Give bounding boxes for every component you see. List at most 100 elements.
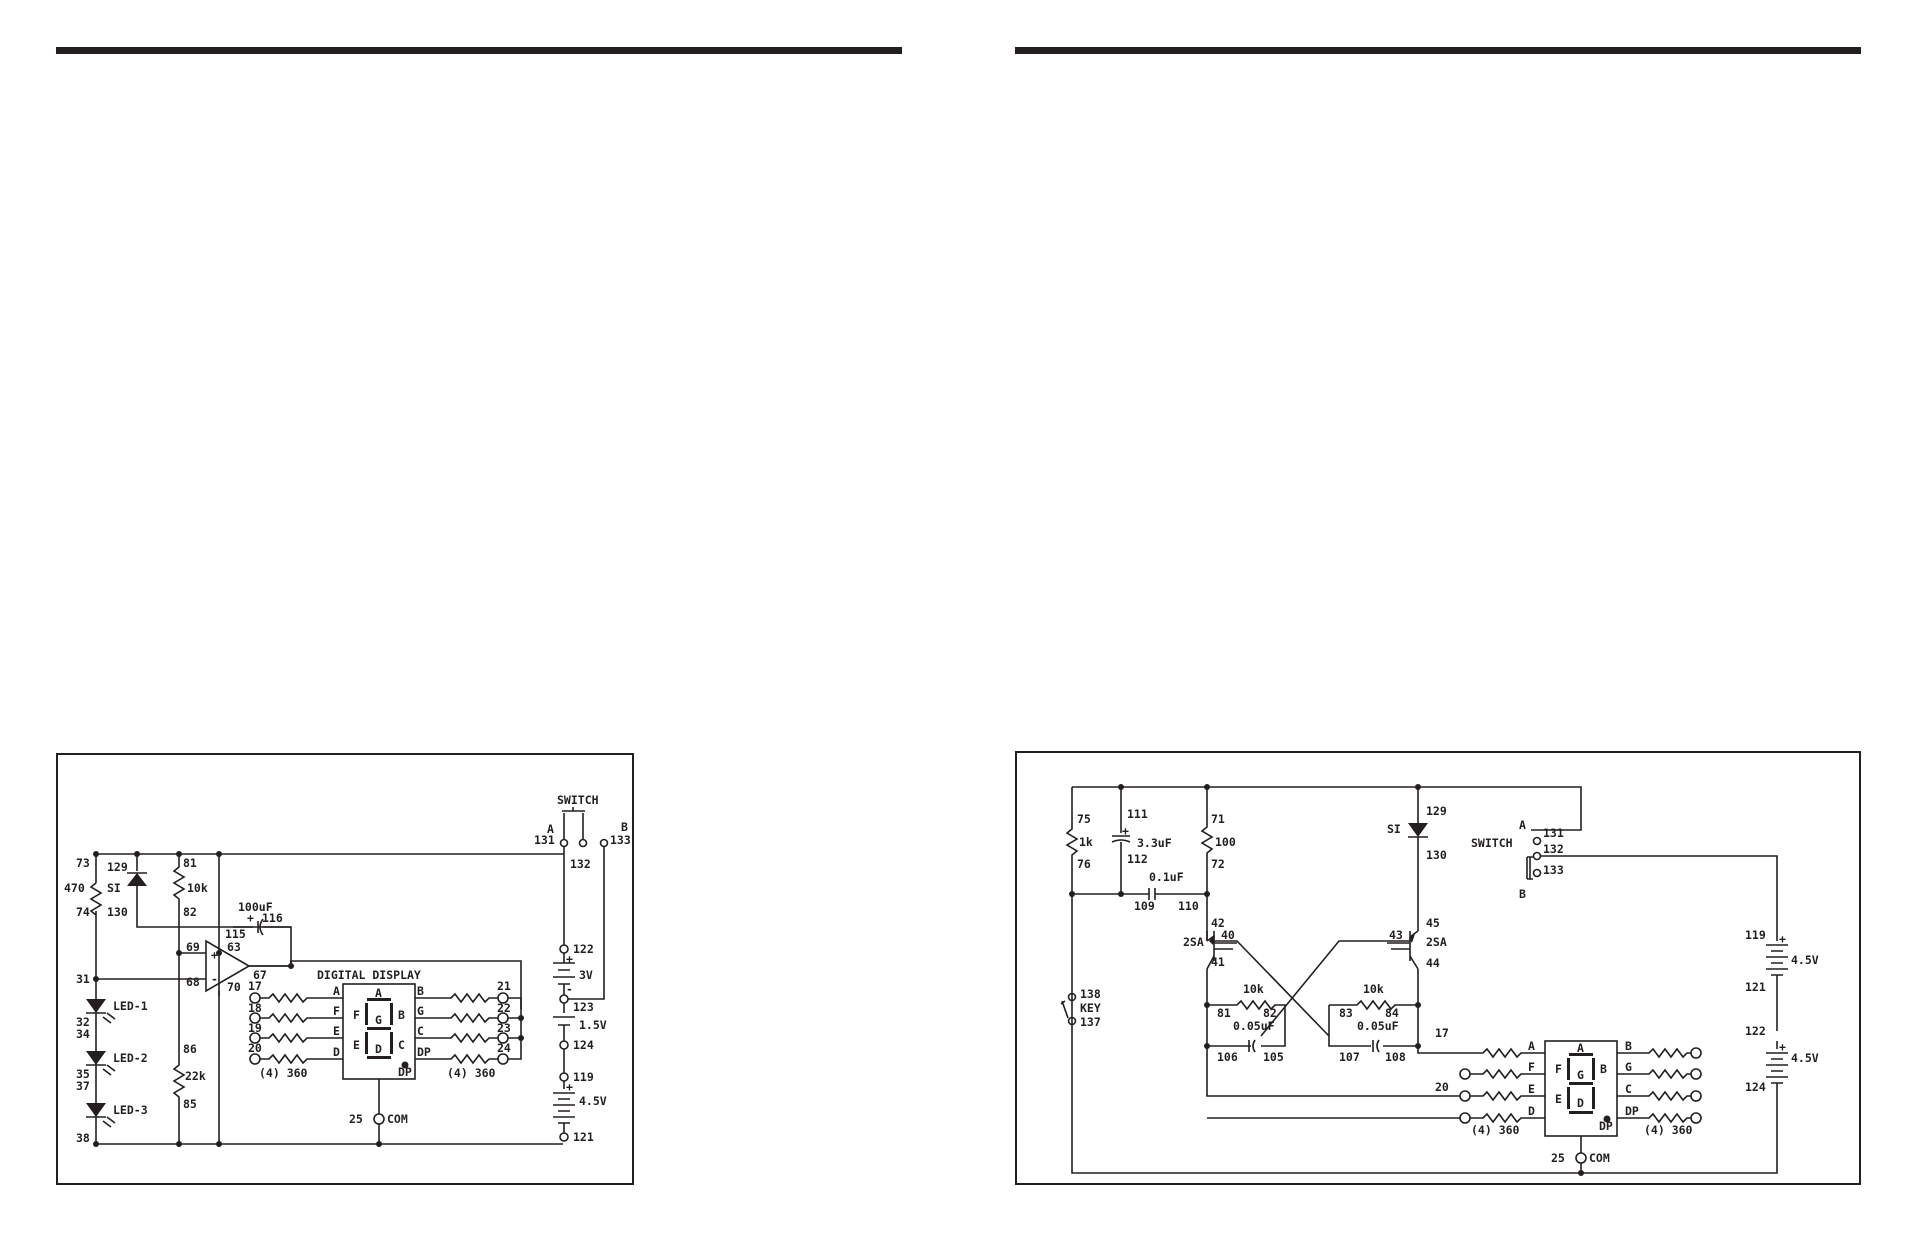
right-diode-bottom: 130: [1426, 848, 1447, 862]
display-res-right: (4) 360: [447, 1066, 496, 1080]
q2-44: 44: [1426, 956, 1440, 970]
q1-42: 42: [1211, 916, 1225, 930]
com-pin: 25: [349, 1112, 363, 1126]
right-seg-a-pin: A: [1528, 1039, 1535, 1053]
led-1-b: 34: [76, 1027, 90, 1041]
r470-bottom: 74: [76, 905, 90, 919]
right-inner-a: A: [1577, 1041, 1584, 1055]
rbat2-top: 122: [1745, 1024, 1766, 1038]
display-seg-e-pin: E: [333, 1024, 340, 1038]
bat-3v-minus: -: [566, 982, 573, 996]
right-com-terminal: [1575, 1152, 1587, 1164]
r470-top: 73: [76, 856, 90, 870]
r100-value: 100: [1215, 835, 1236, 849]
display-seg-g-pin: G: [417, 1004, 424, 1018]
left-switch-icon[interactable]: [559, 807, 609, 848]
r10ka-value: 10k: [1243, 982, 1264, 996]
c33-bottom: 112: [1127, 852, 1148, 866]
left-seven-segment-icon: [365, 998, 409, 1069]
left-switch-131: 131: [534, 833, 555, 847]
right-switch-icon[interactable]: [1526, 836, 1542, 880]
bat-15v-value: 1.5V: [579, 1018, 607, 1032]
right-schematic: 75 1k 76 111 + 3.3uF 112 71 100 72 0.1uF…: [1060, 784, 1819, 1176]
opamp-67: 67: [253, 968, 267, 982]
left-schematic-frame: SWITCH A 131 B 133 132 73 470 74 129 SI …: [56, 753, 634, 1185]
r10kb-left: 83: [1339, 1006, 1353, 1020]
led-2-label: LED-2: [113, 1051, 148, 1065]
display-inner-c: C: [398, 1038, 405, 1052]
led-1-a: 32: [76, 1015, 90, 1029]
left-diode-top: 129: [107, 860, 128, 874]
left-com-terminal: [373, 1113, 385, 1125]
key-138: 138: [1080, 987, 1101, 1001]
right-inner-d: D: [1577, 1096, 1584, 1110]
rbat1-value: 4.5V: [1791, 953, 1819, 967]
display-pin-22: 22: [497, 1001, 511, 1015]
bat-3v-plus: +: [566, 952, 573, 966]
r10ka-right: 82: [1263, 1006, 1277, 1020]
right-diode-label: SI: [1387, 822, 1401, 836]
display-seg-f-pin: F: [333, 1004, 340, 1018]
display-inner-a: A: [375, 986, 382, 1000]
display-inner-b: B: [398, 1008, 405, 1022]
right-inner-e: E: [1555, 1092, 1562, 1106]
left-diode-bottom: 130: [107, 905, 128, 919]
right-res-left: (4) 360: [1471, 1123, 1520, 1137]
rbat2-bottom: 124: [1745, 1080, 1766, 1094]
right-switch-131: 131: [1543, 826, 1564, 840]
cap-value: 100uF: [238, 900, 273, 914]
r10k-bottom: 82: [183, 905, 197, 919]
c005a-right: 105: [1263, 1050, 1284, 1064]
display-title: DIGITAL DISPLAY: [317, 968, 421, 982]
c01-right: 110: [1178, 899, 1199, 913]
display-pin-19: 19: [248, 1021, 262, 1035]
cap-plus: +: [247, 911, 254, 925]
c01-left: 109: [1134, 899, 1155, 913]
q1-label: 2SA: [1183, 935, 1204, 949]
display-seg-dp-pin: DP: [417, 1045, 431, 1059]
led-1-label: LED-1: [113, 999, 148, 1013]
led-2-b: 37: [76, 1079, 90, 1093]
bat-3v-bottom: 123: [573, 1000, 594, 1014]
left-opamp-icon: [205, 939, 251, 993]
display-inner-f: F: [353, 1008, 360, 1022]
opamp-minus: -: [211, 972, 218, 986]
right-switch-132: 132: [1543, 842, 1564, 856]
c005a-value: 0.05uF: [1233, 1019, 1275, 1033]
key-137: 137: [1080, 1015, 1101, 1029]
bat-45v-top: 119: [573, 1070, 594, 1084]
right-res-right: (4) 360: [1644, 1123, 1693, 1137]
q1-41: 41: [1211, 955, 1225, 969]
q2-label: 2SA: [1426, 935, 1447, 949]
display-pin-20: 20: [248, 1041, 262, 1055]
r470-value: 470: [64, 881, 85, 895]
led-3-icon: [86, 1103, 116, 1128]
left-switch-132: 132: [570, 857, 591, 871]
display-pin-23: 23: [497, 1021, 511, 1035]
c005b-value: 0.05uF: [1357, 1019, 1399, 1033]
right-right-display-resistors: [1617, 1047, 1702, 1124]
display-seg-d-pin: D: [333, 1045, 340, 1059]
r22k-top: 86: [183, 1042, 197, 1056]
com-label: COM: [387, 1112, 408, 1126]
left-diode-label: SI: [107, 881, 121, 895]
display-pin-24: 24: [497, 1041, 511, 1055]
left-diode-icon: [127, 873, 147, 886]
left-switch-a: A: [547, 822, 554, 836]
display-inner-g: G: [375, 1013, 382, 1027]
led-2-a: 35: [76, 1067, 90, 1081]
right-schematic-frame: 75 1k 76 111 + 3.3uF 112 71 100 72 0.1uF…: [1015, 751, 1861, 1185]
right-inner-b: B: [1600, 1062, 1607, 1076]
led-3-a: 38: [76, 1131, 90, 1145]
bat-45v-plus: +: [566, 1080, 573, 1094]
r22k-value: 22k: [185, 1069, 206, 1083]
opamp-63: 63: [227, 940, 241, 954]
q1-40: 40: [1221, 928, 1235, 942]
rbat2-value: 4.5V: [1791, 1051, 1819, 1065]
key-switch-icon[interactable]: [1060, 992, 1077, 1026]
r10kb-value: 10k: [1363, 982, 1384, 996]
cap-115: 115: [225, 927, 246, 941]
right-header-rule: [1015, 47, 1861, 54]
c005a-left: 106: [1217, 1050, 1238, 1064]
c005b-right: 108: [1385, 1050, 1406, 1064]
